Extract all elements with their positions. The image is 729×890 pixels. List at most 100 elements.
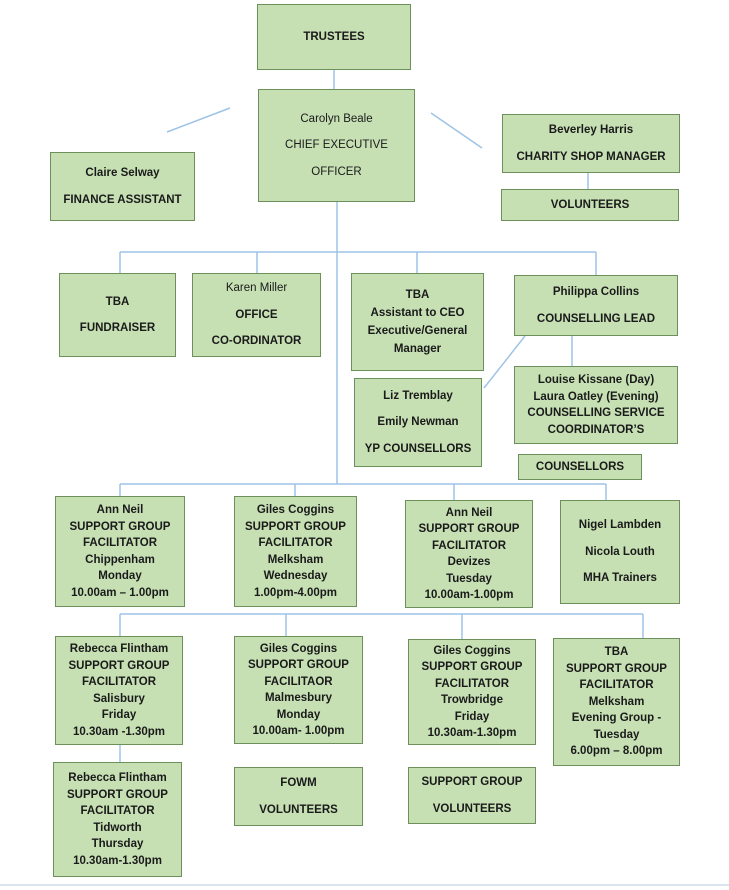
trustees-line-1: TRUSTEES [303,30,365,43]
fundraiser-line-2: FUNDRAISER [79,322,156,334]
sg-chippenham-line-6: 10.00am – 1.00pm [71,586,169,599]
sg-devizes-line-4: Devizes [447,556,491,568]
sg-salisbury-line-6: 10.30am -1.30pm [72,725,166,738]
coordinators-line-2: Laura Oatley (Evening) [533,390,659,403]
sg-melksham-eve-line-7: 6.00pm – 8.00pm [570,745,663,758]
sg-tidworth-line-6: 10.30am-1.30pm [73,854,162,867]
sg-devizes-line-3: FACILITATOR [431,539,507,552]
sg-malmesbury-line-3: FACILITAOR [264,675,333,688]
sg-melksham-eve-line-2: SUPPORT GROUP [566,662,667,675]
sg-trowbridge-line-6: 10.30am-1.30pm [427,727,517,739]
sg-melksham-eve-line-5: Evening Group - [571,712,662,725]
sg-trowbridge-line-3: FACILITATOR [434,677,510,690]
box-trustees: TRUSTEES [257,4,411,70]
sg-devizes-line-1: Ann Neil [445,506,493,519]
yp-counsellors-line-1: Liz Tremblay [383,389,453,402]
sg-melksham-eve-line-1: TBA [604,646,629,659]
connector-lead-yp [483,335,526,389]
sg-tidworth-line-4: Tidworth [93,821,142,834]
ceo-line-3: OFFICER [311,165,362,178]
sg-tidworth-line-5: Thursday [91,838,144,850]
sg-melksham-wed-line-5: Wednesday [263,570,328,582]
sg-salisbury-line-1: Rebecca Flintham [69,643,169,655]
sg-trowbridge-line-4: Trowbridge [441,694,503,706]
fowm-volunteers-line-1: FOWM [280,777,317,789]
sg-salisbury-line-2: SUPPORT GROUP [68,659,170,672]
box-shop-volunteers: VOLUNTEERS [501,189,679,221]
box-fundraiser: TBA FUNDRAISER [59,273,176,357]
yp-counsellors-line-2: Emily Newman [377,416,459,429]
mha-trainers-line-3: MHA Trainers [583,572,657,585]
sg-volunteers-line-1: SUPPORT GROUP [421,776,523,788]
sg-melksham-wed-line-4: Melksham [267,553,324,566]
counselling-lead-line-2: COUNSELLING LEAD [536,312,656,325]
box-support-group-volunteers: SUPPORT GROUP VOLUNTEERS [408,767,536,824]
sg-melksham-eve-line-6: Tuesday [593,728,640,741]
sg-tidworth-line-2: SUPPORT GROUP [67,788,168,801]
sg-tidworth-line-1: Rebecca Flintham [68,772,167,784]
sg-melksham-wed-line-2: SUPPORT GROUP [245,520,346,533]
assistant-line-3: Executive/General [367,325,468,337]
sg-chippenham-line-1: Ann Neil [96,504,144,516]
sg-volunteers-line-2: VOLUNTEERS [432,802,512,815]
coordinators-line-1: Louise Kissane (Day) [537,374,655,386]
assistant-line-4: Manager [393,343,442,355]
sg-trowbridge-line-5: Friday [454,710,490,723]
sg-chippenham-line-2: SUPPORT GROUP [69,520,171,533]
shop-volunteers-line-1: VOLUNTEERS [550,198,630,211]
sg-melksham-wed-line-1: Giles Coggins [256,504,335,516]
sg-trowbridge-line-2: SUPPORT GROUP [421,661,523,673]
office-line-3: CO-ORDINATOR [211,335,302,348]
coordinators-line-4: COORDINATOR’S [547,423,645,436]
sg-devizes-line-5: Tuesday [446,572,492,585]
sg-salisbury-line-3: FACILITATOR [81,676,157,688]
sg-malmesbury-line-1: Giles Coggins [259,642,338,655]
sg-chippenham-line-5: Monday [98,570,142,582]
mha-trainers-line-2: Nicola Louth [585,545,655,558]
sg-melksham-eve-line-3: FACILITATOR [579,679,654,692]
assistant-line-2: Assistant to CEO [370,307,465,319]
sg-tidworth-line-3: FACILITATOR [80,805,155,817]
sg-salisbury-line-4: Salisbury [93,692,145,705]
assistant-line-1: TBA [405,289,430,301]
shop-manager-line-1: Beverley Harris [548,124,634,136]
ceo-line-2: CHIEF EXECUTIVE [285,139,388,152]
fundraiser-line-1: TBA [105,295,130,308]
office-line-1: Karen Miller [225,282,288,295]
sg-trowbridge-line-1: Giles Coggins [433,644,511,657]
sg-malmesbury-line-5: Monday [276,708,321,721]
box-counsellors: COUNSELLORS [518,454,642,480]
yp-counsellors-line-3: YP COUNSELLORS [364,442,472,455]
sg-malmesbury-line-6: 10.00am- 1.00pm [252,725,345,737]
finance-line-1: Claire Selway [85,167,160,179]
connector-ceo-shop [430,112,483,149]
finance-line-2: FINANCE ASSISTANT [63,193,182,206]
mha-trainers-line-1: Nigel Lambden [578,519,662,532]
sg-malmesbury-line-4: Malmesbury [264,692,333,704]
sg-devizes-line-6: 10.00am-1.00pm [424,589,514,601]
box-counselling-coordinators: Louise Kissane (Day) Laura Oatley (Evenin… [514,366,678,444]
counselling-lead-line-1: Philippa Collins [552,286,640,298]
office-line-2: OFFICE [235,308,278,321]
counsellors-line-1: COUNSELLORS [535,460,625,473]
sg-malmesbury-line-2: SUPPORT GROUP [248,659,349,671]
shop-manager-line-2: CHARITY SHOP MANAGER [516,150,666,163]
sg-chippenham-line-4: Chippenham [85,553,155,566]
sg-melksham-wed-line-6: 1.00pm-4.00pm [253,586,338,599]
